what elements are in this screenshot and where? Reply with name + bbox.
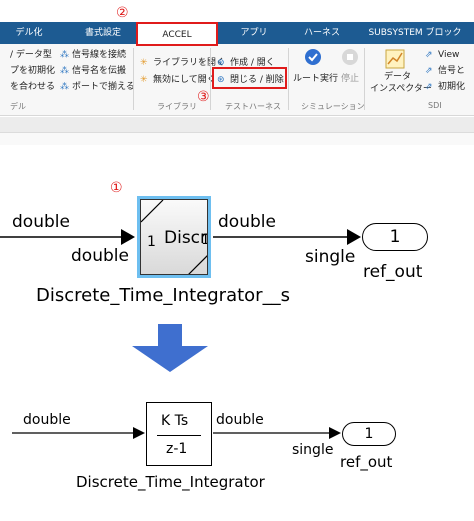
block-corner-marks bbox=[141, 200, 207, 274]
ribbon-item-sdi-view[interactable]: View bbox=[438, 50, 460, 60]
tab-apps[interactable]: アプリ bbox=[240, 28, 268, 38]
marker-two: ② bbox=[116, 5, 129, 21]
sdi-init-icon: ⇗ bbox=[425, 82, 433, 92]
after-block-numerator: K Ts bbox=[161, 413, 189, 429]
ribbon-item-close-delete-harness[interactable]: 閉じる / 削除 bbox=[230, 75, 284, 85]
sdi-signal-icon: ⇗ bbox=[425, 66, 433, 76]
align-ports-icon: ⁂ bbox=[60, 82, 69, 92]
propagate-names-icon: ⁂ bbox=[60, 66, 69, 76]
connect-lines-icon: ⁂ bbox=[60, 50, 69, 60]
marker-one: ① bbox=[110, 180, 123, 196]
ribbon-item-data-inspector-1[interactable]: データ bbox=[384, 72, 412, 82]
ribbon-item-initialize[interactable]: プを初期化 bbox=[10, 66, 56, 76]
toolbar-strip bbox=[0, 133, 474, 145]
ribbon-item-run[interactable]: ルート実行 bbox=[293, 74, 339, 84]
ribbon-item-align-ports[interactable]: ポートで揃える bbox=[72, 82, 135, 92]
fraction-bar bbox=[157, 435, 201, 436]
before-block-name: Discrete_Time_Integrator__s bbox=[36, 285, 290, 306]
group-label-test-harness: テストハーネス bbox=[225, 102, 281, 111]
ribbon-separator bbox=[133, 48, 134, 110]
after-block-denominator: z-1 bbox=[166, 441, 188, 457]
marker-three: ③ bbox=[197, 89, 210, 105]
discrete-time-integrator-block-selected[interactable]: 1 Discr 1 bbox=[137, 196, 211, 278]
library-disabled-icon: ✳ bbox=[140, 75, 148, 85]
ribbon-item-data-type[interactable]: / データ型 bbox=[10, 50, 52, 60]
data-inspector-icon[interactable] bbox=[385, 49, 405, 69]
ribbon-toolstrip: / データ型 プを初期化 を合わせる デル ⁂ 信号線を接続 ⁂ 信号名を伝搬 … bbox=[0, 44, 474, 116]
ribbon-item-create-open-harness[interactable]: 作成 / 開く bbox=[230, 58, 275, 68]
before-outport-block[interactable]: 1 bbox=[362, 223, 428, 251]
ribbon-item-propagate-names[interactable]: 信号名を伝搬 bbox=[72, 66, 127, 76]
library-open-icon: ✳ bbox=[140, 58, 148, 68]
ribbon-item-open-library[interactable]: ライブラリを開く bbox=[153, 58, 226, 68]
tab-modeling[interactable]: デル化 bbox=[15, 28, 43, 38]
block-output-port-number: 1 bbox=[201, 232, 207, 249]
block-label-text: Discr bbox=[164, 228, 208, 248]
ribbon-bottom-bar bbox=[0, 117, 474, 133]
before-output-signal-bottom: single bbox=[305, 247, 356, 267]
ribbon-separator bbox=[210, 48, 211, 110]
ribbon-item-data-inspector-2[interactable]: インスペクター bbox=[370, 84, 432, 94]
before-output-signal-top: double bbox=[218, 212, 276, 232]
group-label-sdi: SDI bbox=[428, 101, 442, 110]
before-outport-number: 1 bbox=[389, 227, 401, 247]
stop-icon[interactable] bbox=[341, 48, 359, 66]
discrete-time-integrator-block[interactable]: K Ts z-1 bbox=[146, 402, 212, 466]
ribbon-item-open-disabled[interactable]: 無効にして開く bbox=[153, 75, 216, 85]
ribbon-item-connect-signals[interactable]: 信号線を接続 bbox=[72, 50, 127, 60]
close-delete-highlight bbox=[212, 67, 287, 89]
tab-format[interactable]: 書式設定 bbox=[84, 28, 121, 38]
before-outport-name: ref_out bbox=[363, 262, 423, 282]
accel-tab-highlight bbox=[136, 22, 218, 46]
harness-close-icon: ⊛ bbox=[217, 75, 225, 85]
ribbon-item-align[interactable]: を合わせる bbox=[10, 82, 56, 92]
group-label-simulation: シミュレーション bbox=[301, 102, 365, 111]
group-label-library: ライブラリ bbox=[157, 102, 197, 111]
before-input-signal-bottom: double bbox=[71, 246, 129, 266]
ribbon-tab-bar: デル化 書式設定 ACCEL アプリ ハーネス SUBSYSTEM ブロック bbox=[0, 22, 474, 44]
ribbon-item-stop[interactable]: 停止 bbox=[341, 74, 360, 84]
ribbon-separator bbox=[364, 48, 365, 110]
group-label-model: デル bbox=[10, 102, 26, 111]
tab-harness[interactable]: ハーネス bbox=[303, 28, 340, 38]
after-outport-number: 1 bbox=[364, 426, 374, 442]
after-outport-block[interactable]: 1 bbox=[342, 422, 396, 446]
before-input-signal-top: double bbox=[12, 212, 70, 232]
after-block-name: Discrete_Time_Integrator bbox=[76, 473, 265, 491]
ribbon-separator bbox=[288, 48, 289, 110]
after-input-signal: double bbox=[23, 412, 71, 428]
ribbon-item-sdi-signal[interactable]: 信号と bbox=[438, 66, 466, 76]
after-output-signal-top: double bbox=[216, 412, 264, 428]
sdi-view-icon: ⇗ bbox=[425, 50, 433, 60]
after-output-signal-bottom: single bbox=[292, 442, 334, 458]
tab-subsystem-block[interactable]: SUBSYSTEM ブロック bbox=[368, 28, 462, 38]
after-outport-name: ref_out bbox=[340, 453, 393, 471]
transform-arrow-icon bbox=[132, 324, 208, 372]
block-input-port-number: 1 bbox=[147, 234, 156, 250]
ribbon-item-sdi-init[interactable]: 初期化 bbox=[438, 82, 466, 92]
harness-create-icon: ⊛ bbox=[217, 58, 225, 68]
run-icon[interactable] bbox=[304, 48, 322, 66]
